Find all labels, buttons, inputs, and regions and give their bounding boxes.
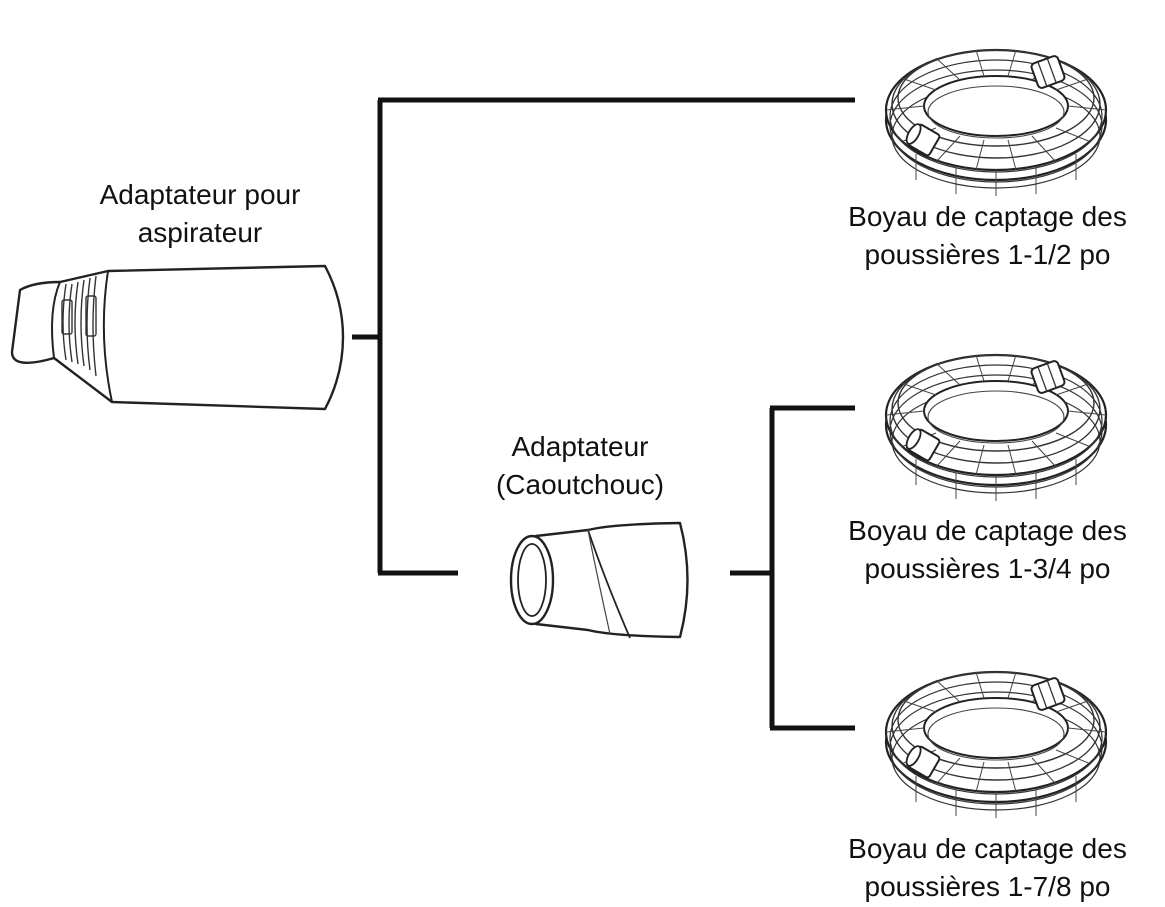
vacuum-adapter-label-line2: aspirateur bbox=[137, 217, 263, 248]
rubber-adapter-label-line1: Adaptateur bbox=[511, 431, 649, 462]
coiled-hose-icon bbox=[884, 353, 1108, 503]
rubber-adapter-label: Adaptateur (Caoutchouc) bbox=[460, 428, 700, 504]
hose-3-label-line1: Boyau de captage des bbox=[848, 833, 1127, 864]
vacuum-adapter-icon bbox=[10, 264, 345, 411]
hose-1-label: Boyau de captage des poussières 1-1/2 po bbox=[815, 198, 1160, 274]
coiled-hose-icon bbox=[884, 48, 1108, 198]
rubber-adapter-label-line2: (Caoutchouc) bbox=[495, 469, 665, 500]
vacuum-adapter-label-line1: Adaptateur pour bbox=[99, 179, 301, 210]
hose-2-label: Boyau de captage des poussières 1-3/4 po bbox=[815, 512, 1160, 588]
hose-2-label-line2: poussières 1-3/4 po bbox=[864, 553, 1111, 584]
hose-1-label-line1: Boyau de captage des bbox=[848, 201, 1127, 232]
rubber-adapter-icon bbox=[509, 521, 689, 639]
connector-lines bbox=[352, 97, 855, 731]
hose-1-label-line2: poussières 1-1/2 po bbox=[864, 239, 1111, 270]
hose-2-label-line1: Boyau de captage des bbox=[848, 515, 1127, 546]
hose-3-label-line2: poussières 1-7/8 po bbox=[864, 871, 1111, 902]
vacuum-adapter-label: Adaptateur pour aspirateur bbox=[40, 176, 360, 252]
coiled-hose-icon bbox=[884, 670, 1108, 820]
hose-3-label: Boyau de captage des poussières 1-7/8 po bbox=[815, 830, 1160, 906]
